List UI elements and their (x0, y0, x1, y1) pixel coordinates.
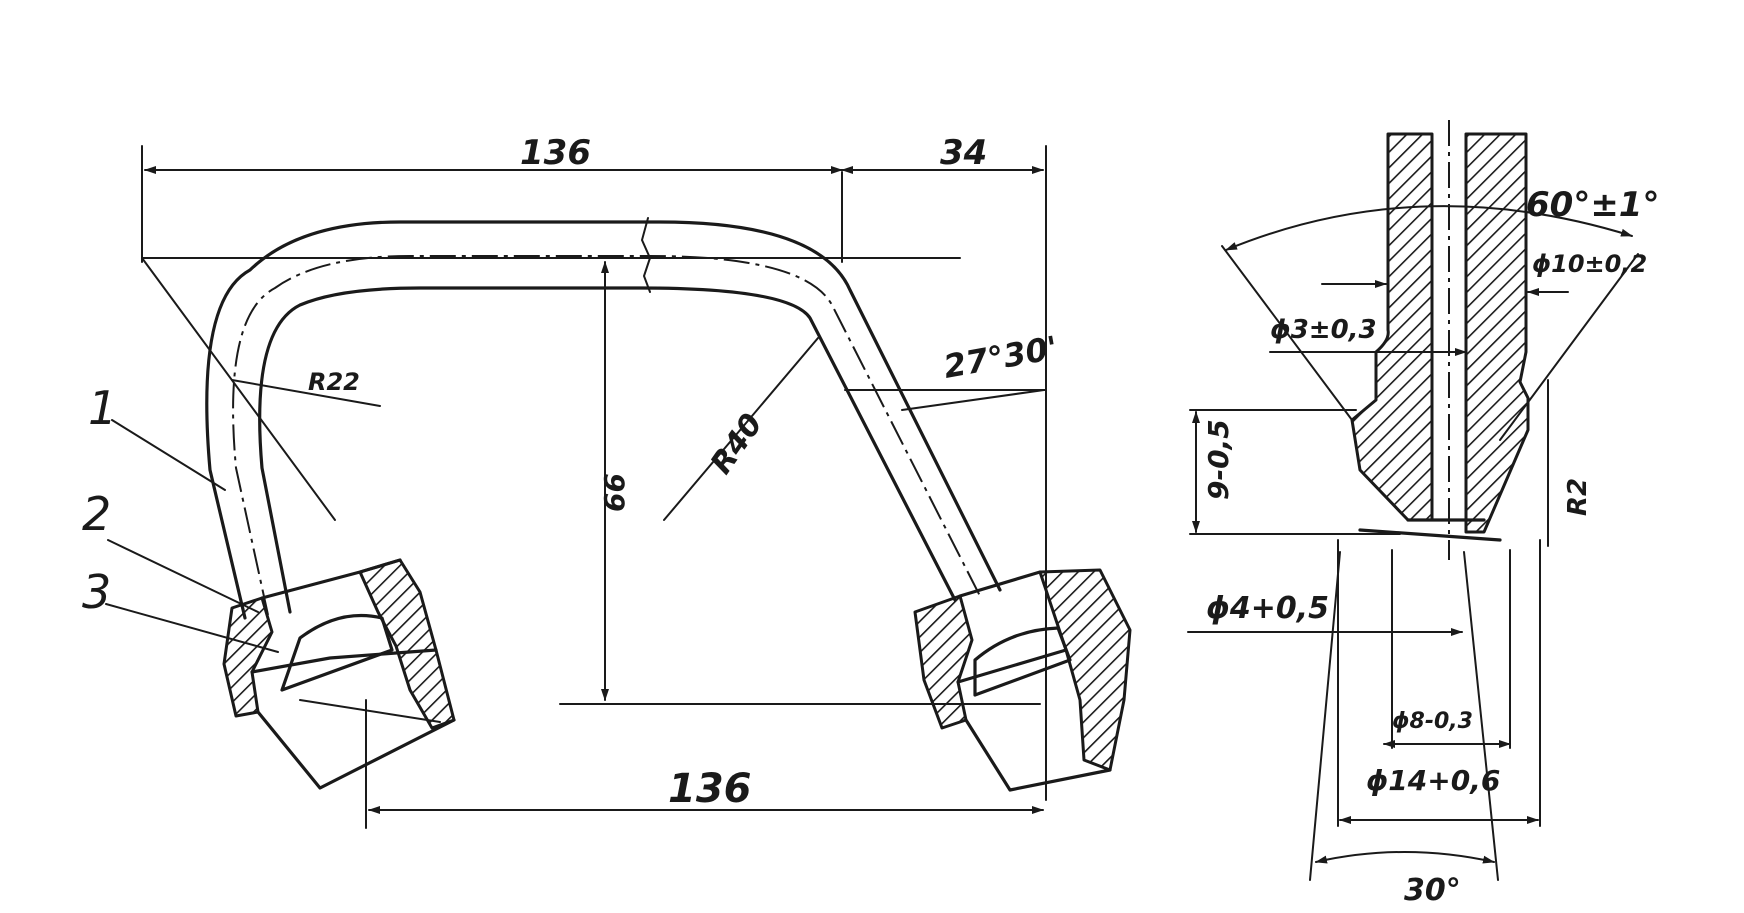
pipe-inner-wall (258, 286, 957, 614)
detail-dimension-lines (1187, 280, 1569, 827)
nipple-right-half (1464, 132, 1530, 534)
left-union-nut (222, 558, 456, 790)
dim-height-66-label: 66 (598, 473, 631, 512)
left-nipple (280, 613, 394, 692)
dim-top-136-label: 136 (520, 133, 591, 173)
bore-diameter-label: ϕ3±0,3 (1270, 315, 1377, 345)
r22-leader (231, 379, 381, 407)
right-nipple (973, 626, 1072, 697)
mouth-angle-label: 30° (1404, 873, 1461, 908)
right-union-nut (913, 568, 1132, 792)
r40-leader (663, 337, 819, 521)
pipe-centerline (232, 255, 981, 616)
dimension-lines (144, 166, 1045, 814)
outer-diameter-label: ϕ10±0,2 (1532, 250, 1647, 278)
angle-arc (901, 389, 1045, 411)
pipe-outer-wall (205, 220, 1002, 620)
nipple-section-view: 60°±1° ϕ10±0,2 ϕ3±0,3 9-0,5 R2 ϕ4+0,5 ϕ8… (1187, 120, 1659, 908)
radius-r22-label: R22 (308, 368, 360, 396)
mouth-angle-arc (1315, 851, 1495, 864)
part-number-2: 2 (82, 487, 111, 541)
pipe-assembly-view: 136 34 136 66 R22 R40 27°30' 1 2 3 (82, 133, 1132, 829)
radius-r2-label: R2 (1563, 478, 1593, 516)
part-leaders (105, 419, 279, 653)
length-tol-label: 9-0,5 (1202, 419, 1235, 500)
mouth-diameter-label: ϕ14+0,6 (1366, 764, 1500, 797)
break-line (640, 217, 652, 293)
radius-r40-label: R40 (704, 407, 770, 480)
dim-top-34-label: 34 (940, 133, 987, 173)
part-number-1: 1 (88, 381, 117, 435)
dim-bottom-136-label: 136 (668, 766, 752, 812)
nipple-section (1350, 120, 1530, 560)
tip-diameter-label: ϕ4+0,5 (1206, 591, 1329, 626)
part-number-3: 3 (82, 565, 111, 619)
seat-diameter-label: ϕ8-0,3 (1392, 709, 1473, 734)
bent-pipe (205, 217, 1002, 620)
angle-label: 27°30' (941, 329, 1061, 386)
cone-angle-label: 60°±1° (1526, 185, 1659, 225)
